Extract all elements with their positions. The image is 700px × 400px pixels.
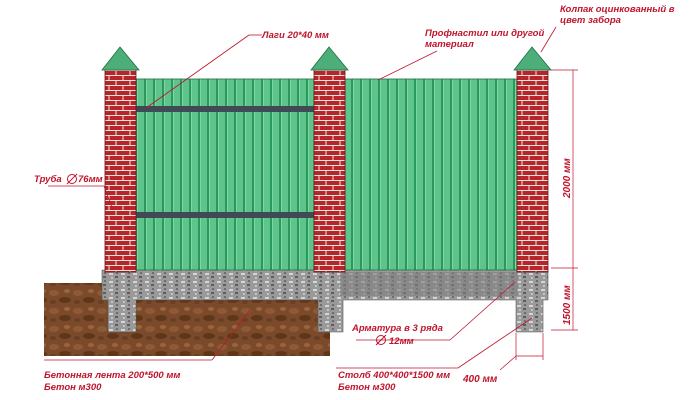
label-post-line1: Столб 400*400*1500 мм [338, 370, 450, 381]
lag-rail-bottom [134, 212, 314, 218]
brick-pillar-left [104, 69, 137, 273]
profnastil-panel-right [345, 79, 517, 270]
pillar-cap-right [513, 46, 552, 71]
dimension-post-depth: 1500 мм [562, 285, 573, 325]
label-profnastil-line1: Профнастил или другой [425, 28, 544, 39]
diameter-icon [66, 173, 78, 185]
label-profnastil-line2: материал [425, 39, 474, 50]
dimension-fence-height: 2000 мм [562, 158, 573, 199]
label-strip: Бетонная лента 200*500 мм Бетон м300 [44, 370, 183, 393]
label-profnastil: Профнастил или другой материал [425, 28, 547, 50]
label-strip-line2: Бетон м300 [44, 382, 102, 393]
diameter-icon-rebar [375, 334, 387, 346]
label-post: Столб 400*400*1500 мм Бетон м300 [338, 370, 453, 393]
label-post-line2: Бетон м300 [338, 382, 396, 393]
brick-pillar-right [516, 69, 549, 273]
label-strip-line1: Бетонная лента 200*500 мм [44, 370, 180, 381]
label-cap-line2: цвет забора [560, 15, 621, 26]
strip-foundation [101, 269, 549, 333]
label-pipe: Труба [34, 174, 62, 185]
label-cap: Колпак оцинкованный в цвет забора [560, 4, 677, 26]
label-pipe-text: Труба [34, 174, 62, 185]
pillar-cap-middle [310, 46, 349, 71]
label-lagi: Лаги 20*40 мм [261, 30, 329, 41]
label-cap-line1: Колпак оцинкованный в [560, 4, 675, 15]
brick-pillar-middle [313, 69, 346, 273]
dimension-post-width: 400 мм [462, 374, 498, 385]
lag-rail-top [134, 106, 314, 112]
label-rebar-line1: Арматура в 3 ряда [351, 323, 443, 334]
label-rebar-line2: 12мм [389, 336, 414, 347]
label-pipe-size: 76мм [78, 174, 103, 185]
pillar-cap-left [101, 46, 140, 71]
